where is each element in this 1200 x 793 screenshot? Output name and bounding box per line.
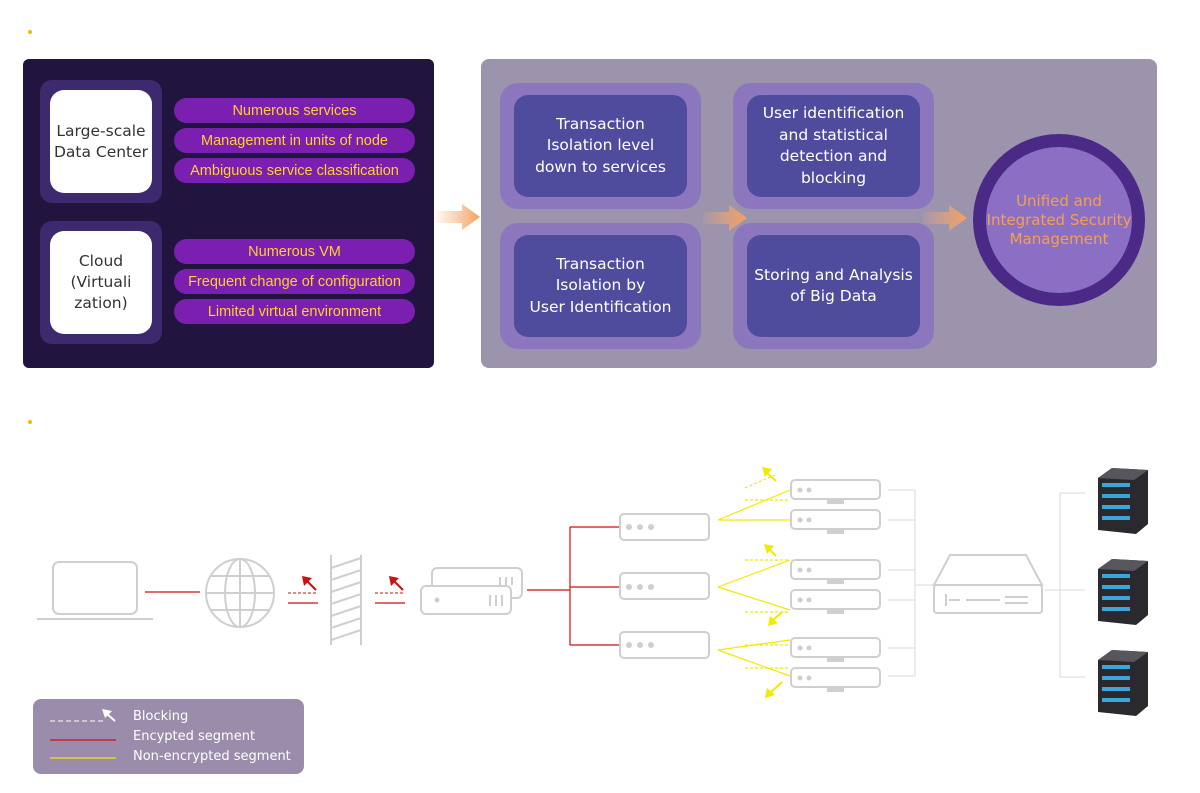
laptop-icon (37, 561, 153, 620)
card-user-isolation-label: Transaction Isolation by User Identifica… (514, 235, 687, 337)
storage-links (888, 489, 934, 677)
arrow-icon (703, 205, 747, 231)
datacenter-title: Large-scale Data Center (50, 90, 152, 193)
issue-numerous-vm: Numerous VM (174, 239, 415, 264)
legend: Blocking Encypted segment Non-encrypted … (33, 699, 304, 774)
card-user-isolation: Transaction Isolation by User Identifica… (500, 223, 701, 349)
issue-node-management: Management in units of node (174, 128, 415, 153)
blocking-icon (375, 576, 405, 604)
legend-encrypted-label: Encypted segment (133, 729, 256, 744)
cloud-group: Cloud (Virtuali zation) (40, 221, 162, 344)
datacenter-group: Large-scale Data Center (40, 80, 162, 203)
encrypted-branch (527, 526, 620, 646)
server-stack-icon (420, 567, 523, 615)
globe-icon (205, 558, 275, 628)
unified-management-circle: Unified and Integrated Security Manageme… (973, 134, 1145, 306)
solution-panel: Transaction Isolation level down to serv… (481, 59, 1157, 368)
cloud-title: Cloud (Virtuali zation) (50, 231, 152, 334)
legend-non-encrypted-label: Non-encrypted segment (133, 749, 291, 764)
storage-icon (932, 554, 1044, 614)
database-server-icon (1098, 650, 1148, 716)
card-big-data-label: Storing and Analysis of Big Data (747, 235, 920, 337)
database-server-icon (1098, 559, 1148, 625)
blocking-arrows (762, 467, 783, 698)
section-bullet-top (28, 30, 32, 34)
issue-virtual-env: Limited virtual environment (174, 299, 415, 324)
legend-blocking-label: Blocking (133, 709, 189, 724)
arrow-icon (923, 205, 967, 231)
problem-panel: Large-scale Data Center Numerous service… (23, 59, 434, 368)
non-encrypted-lines (717, 474, 791, 677)
issue-config-change: Frequent change of configuration (174, 269, 415, 294)
firewall-icon (330, 555, 362, 645)
issue-service-classification: Ambiguous service classification (174, 158, 415, 183)
router-icon (619, 513, 710, 659)
arrow-icon (436, 204, 480, 230)
legend-swatches (50, 709, 116, 759)
card-service-isolation: Transaction Isolation level down to serv… (500, 83, 701, 209)
database-links (1045, 492, 1085, 678)
section-bullet-bottom (28, 420, 32, 424)
card-big-data: Storing and Analysis of Big Data (733, 223, 934, 349)
card-service-isolation-label: Transaction Isolation level down to serv… (514, 95, 687, 197)
network-diagram (37, 467, 1148, 716)
blocking-icon (288, 576, 318, 604)
app-server-icon (790, 479, 881, 688)
issue-numerous-services: Numerous services (174, 98, 415, 123)
card-detection-label: User identification and statistical dete… (747, 95, 920, 197)
unified-management-label: Unified and Integrated Security Manageme… (986, 147, 1132, 293)
card-detection: User identification and statistical dete… (733, 83, 934, 209)
database-server-icon (1098, 468, 1148, 534)
